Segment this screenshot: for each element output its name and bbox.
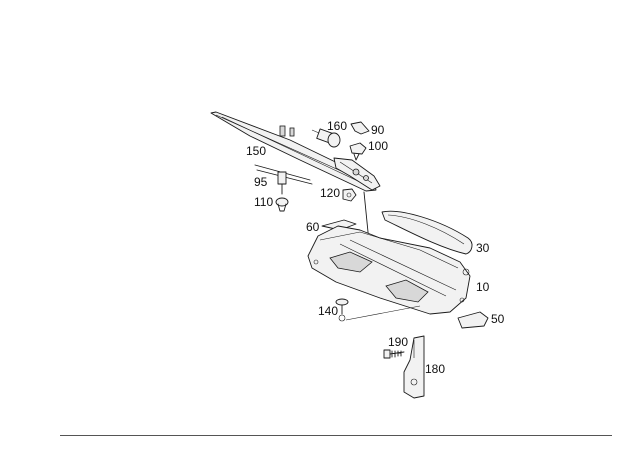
part-190-screw[interactable] bbox=[383, 349, 405, 359]
label-10[interactable]: 10 bbox=[476, 280, 490, 294]
part-30-panel[interactable] bbox=[381, 210, 473, 255]
label-95[interactable]: 95 bbox=[254, 175, 268, 189]
label-160[interactable]: 160 bbox=[327, 119, 348, 133]
part-140-push-pin[interactable] bbox=[335, 298, 421, 322]
label-120[interactable]: 120 bbox=[320, 186, 341, 200]
part-95-rod[interactable] bbox=[254, 164, 313, 195]
label-190[interactable]: 190 bbox=[388, 335, 409, 349]
bottom-divider-line bbox=[60, 435, 612, 436]
label-180[interactable]: 180 bbox=[425, 362, 446, 376]
part-10-parcel-shelf[interactable] bbox=[307, 225, 471, 315]
label-60[interactable]: 60 bbox=[306, 220, 320, 234]
part-120-nut[interactable] bbox=[342, 188, 357, 202]
label-30[interactable]: 30 bbox=[476, 241, 490, 255]
hinge-bracket[interactable] bbox=[333, 157, 381, 191]
label-50[interactable]: 50 bbox=[491, 312, 505, 326]
part-90-clip[interactable] bbox=[350, 121, 370, 135]
label-110[interactable]: 110 bbox=[254, 195, 274, 209]
label-100[interactable]: 100 bbox=[368, 139, 389, 153]
label-90[interactable]: 90 bbox=[371, 123, 385, 137]
part-180-bracket-plate[interactable] bbox=[403, 335, 425, 399]
part-100-nut[interactable] bbox=[349, 142, 367, 161]
part-160-bolt[interactable] bbox=[311, 128, 341, 148]
part-150-cover-strip[interactable] bbox=[210, 111, 377, 192]
label-150[interactable]: 150 bbox=[246, 144, 267, 158]
part-110-clip[interactable] bbox=[275, 197, 289, 212]
label-140[interactable]: 140 bbox=[318, 304, 339, 318]
part-50-wedge[interactable] bbox=[457, 311, 489, 329]
